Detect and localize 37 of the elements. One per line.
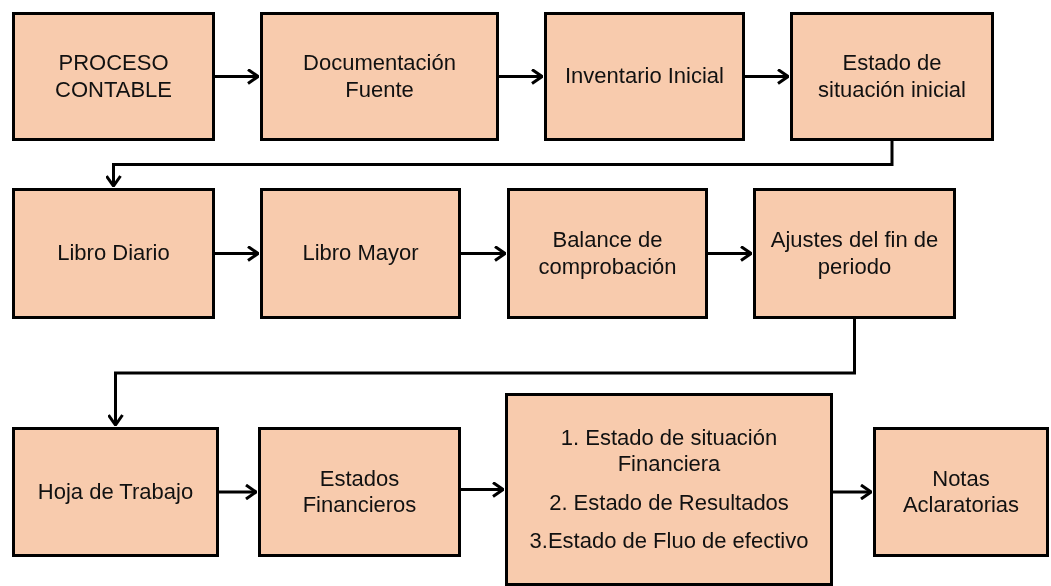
box-text: Inventario Inicial: [565, 63, 724, 90]
box-text: 2. Estado de Resultados: [549, 489, 789, 516]
process-box: [260, 188, 461, 319]
box-text: PROCESO CONTABLE: [54, 50, 173, 103]
process-box: [507, 188, 708, 319]
arrow: [461, 245, 507, 262]
process-box: [505, 393, 833, 586]
arrow: [105, 141, 894, 188]
box-text: Libro Diario: [57, 240, 170, 267]
box-text: Estado de situación inicial: [817, 50, 967, 103]
box-text: Estados Financieros: [301, 465, 418, 519]
process-box: [12, 188, 215, 319]
arrow: [461, 481, 505, 498]
box-text: Libro Mayor: [302, 240, 419, 267]
process-box: [753, 188, 956, 319]
box-text: 3.Estado de Fluo de efectivo: [529, 527, 809, 555]
process-box: [873, 427, 1049, 557]
arrow: [499, 68, 544, 85]
arrow: [833, 483, 873, 501]
arrow: [107, 319, 856, 427]
box-text: Hoja de Trabajo: [37, 478, 194, 506]
process-box: [790, 12, 994, 141]
process-box: [12, 12, 215, 141]
box-text: 1. Estado de situación Financiera: [559, 424, 779, 478]
process-box: [258, 427, 461, 557]
process-box: [12, 427, 219, 557]
box-text: Ajustes del fin de periodo: [769, 227, 940, 280]
arrow: [219, 483, 258, 501]
box-text: Balance de comprobación: [537, 227, 678, 280]
box-text: Documentación Fuente: [302, 50, 457, 103]
process-box: [544, 12, 745, 141]
process-box: [260, 12, 499, 141]
arrow: [708, 245, 753, 262]
arrow: [215, 245, 260, 262]
arrow: [745, 68, 790, 85]
arrow: [215, 68, 260, 85]
box-text: Notas Aclaratorias: [901, 465, 1021, 519]
